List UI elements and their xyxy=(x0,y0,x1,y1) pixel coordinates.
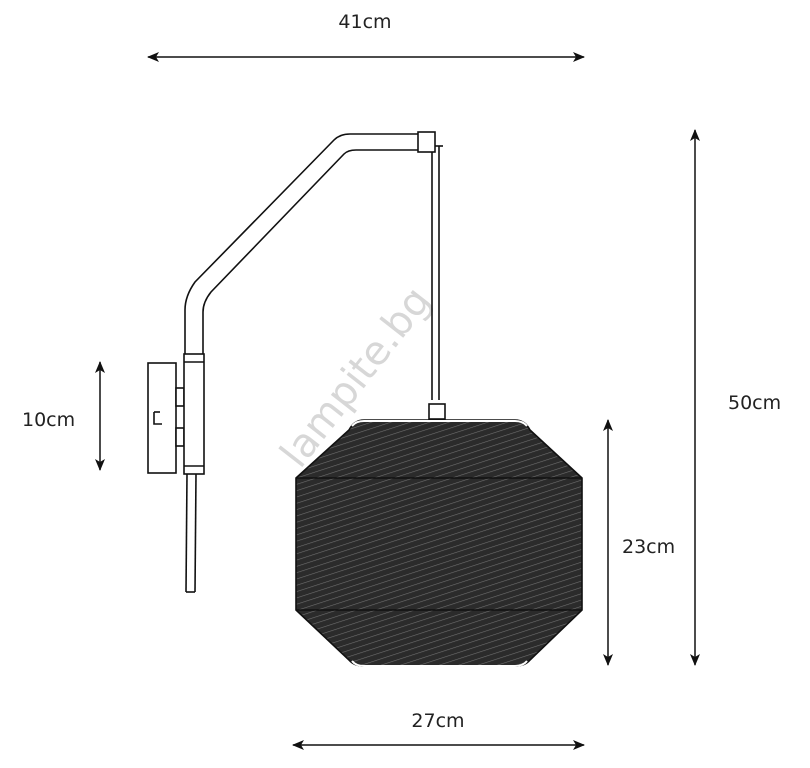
dimension-shade-height-label: 23cm xyxy=(622,536,675,558)
dimension-shade-height: 23cm xyxy=(603,419,675,666)
dimension-width-total: 41cm xyxy=(147,11,585,62)
power-cord xyxy=(185,473,197,593)
dimension-shade-width-label: 27cm xyxy=(411,710,464,732)
lamp-shade xyxy=(295,419,583,667)
dimension-height-total-label: 50cm xyxy=(728,392,781,414)
dimension-width-total-label: 41cm xyxy=(338,11,391,33)
arm-end-cap xyxy=(417,131,436,153)
socket xyxy=(428,403,446,420)
dimension-mount-height: 10cm xyxy=(22,361,105,471)
dimension-shade-width: 27cm xyxy=(292,710,585,750)
hanging-cord xyxy=(431,145,443,400)
mount-bracket xyxy=(175,353,205,475)
dimension-mount-height-label: 10cm xyxy=(22,409,75,431)
lamp-illustration xyxy=(147,131,583,667)
arm-tube xyxy=(184,133,418,354)
wall-plate xyxy=(147,362,177,474)
dimension-height-total: 50cm xyxy=(690,129,781,666)
